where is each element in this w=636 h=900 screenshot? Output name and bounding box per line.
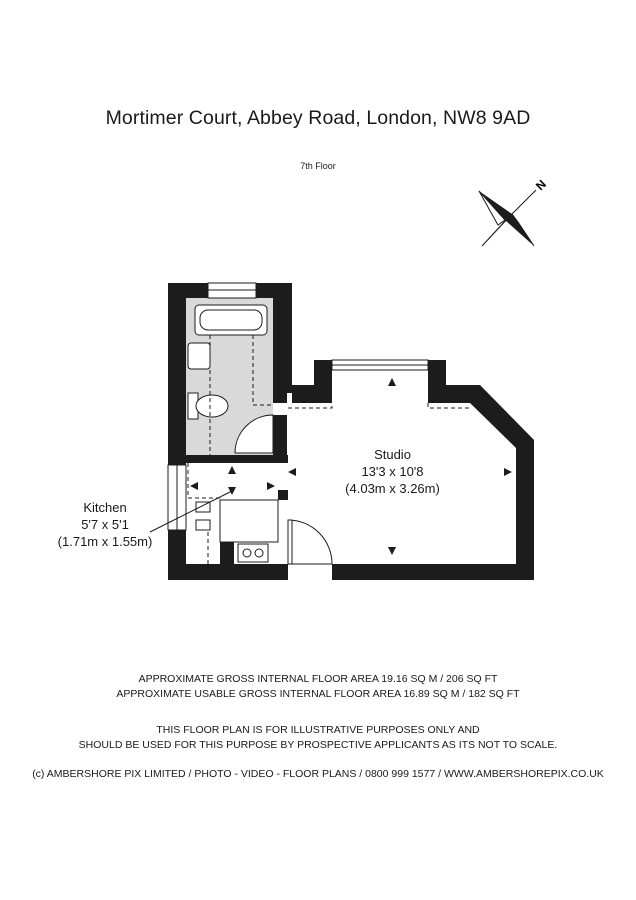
disclaimer-line-2: SHOULD BE USED FOR THIS PURPOSE BY PROSP…	[78, 738, 558, 751]
disclaimer: THIS FLOOR PLAN IS FOR ILLUSTRATIVE PURP…	[0, 723, 636, 752]
usable-area: APPROXIMATE USABLE GROSS INTERNAL FLOOR …	[116, 687, 520, 700]
studio-metric: (4.03m x 3.26m)	[345, 481, 440, 496]
kitchen-metric: (1.71m x 1.55m)	[57, 534, 153, 549]
toilet	[187, 392, 229, 420]
area-notes: APPROXIMATE GROSS INTERNAL FLOOR AREA 19…	[0, 672, 636, 701]
kitchen-name: Kitchen	[83, 500, 127, 515]
disclaimer-line-1: THIS FLOOR PLAN IS FOR ILLUSTRATIVE PURP…	[156, 724, 480, 736]
bathroom-sink	[187, 342, 211, 370]
bath-tub	[194, 304, 268, 336]
kitchen-sink	[195, 501, 211, 531]
walls	[168, 283, 534, 580]
kitchen-counter	[219, 499, 279, 563]
studio-imperial: 13'3 x 10'8	[361, 464, 424, 479]
bathroom-door	[234, 414, 274, 454]
gross-area: APPROXIMATE GROSS INTERNAL FLOOR AREA 19…	[138, 673, 498, 685]
compass-rose-icon: N	[478, 177, 549, 247]
kitchen-dashed-lines	[187, 463, 220, 564]
studio-label: Studio 13'3 x 10'8 (4.03m x 3.26m)	[330, 446, 455, 497]
bathroom-dashed-lines	[209, 335, 273, 455]
entrance-door	[287, 519, 333, 565]
floor-level-label: 7th Floor	[300, 161, 336, 171]
dimension-arrows	[190, 378, 512, 555]
plan-title: Mortimer Court, Abbey Road, London, NW8 …	[105, 107, 531, 129]
kitchen-window	[167, 464, 187, 531]
studio-dashed-lines	[288, 403, 470, 409]
bathroom-window	[207, 282, 257, 299]
kitchen-leader-line	[149, 490, 233, 533]
kitchen-label: Kitchen 5'7 x 5'1 (1.71m x 1.55m)	[40, 499, 170, 550]
studio-name: Studio	[374, 447, 411, 462]
kitchen-imperial: 5'7 x 5'1	[81, 517, 129, 532]
studio-window	[331, 359, 429, 371]
copyright: (c) AMBERSHORE PIX LIMITED / PHOTO - VID…	[32, 768, 604, 780]
